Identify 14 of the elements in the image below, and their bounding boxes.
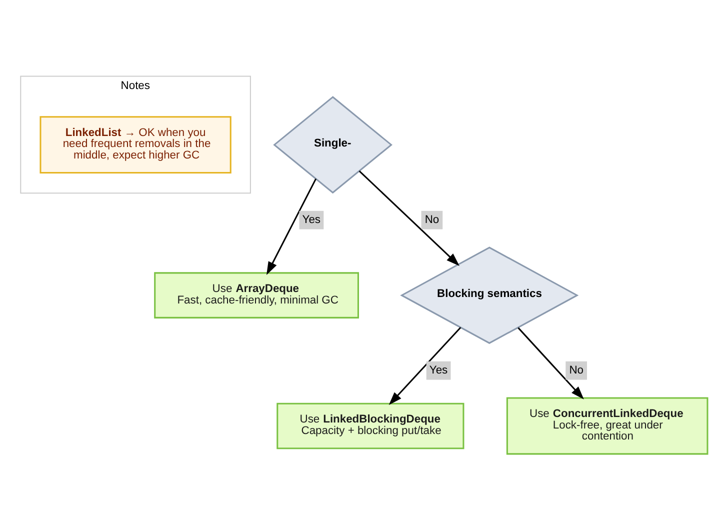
node-box: LinkedList → OK when you need frequent removals in the middle, expect higher GC bbox=[40, 116, 232, 174]
arrow bbox=[266, 178, 317, 274]
arrow bbox=[518, 326, 584, 399]
node-box: Use LinkedBlockingDeque Capacity + blocking put/take bbox=[276, 402, 464, 449]
arrow bbox=[358, 170, 460, 266]
edge-label: Yes bbox=[429, 364, 448, 376]
node-box: Use ArrayDeque Fast, cache-friendly, minimal GC bbox=[154, 272, 359, 318]
edge-label: Yes bbox=[302, 213, 321, 226]
node-diamond: Single- bbox=[273, 96, 392, 194]
node-box: Use ConcurrentLinkedDeque Lock-free, great under contention bbox=[506, 396, 708, 454]
edge-label: No bbox=[569, 364, 584, 376]
arrow bbox=[388, 326, 462, 405]
node-diamond: Blocking semantics bbox=[400, 246, 579, 344]
edge-label: No bbox=[424, 213, 440, 226]
